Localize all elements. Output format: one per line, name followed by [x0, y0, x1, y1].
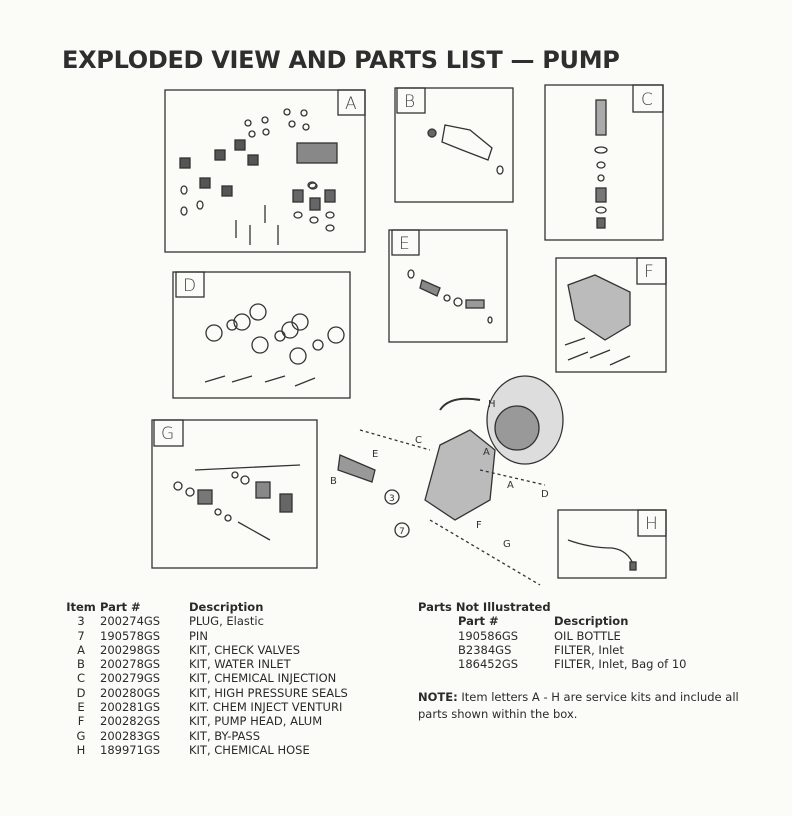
kit-label-a: A	[345, 94, 357, 114]
kit-label-e: E	[399, 234, 410, 254]
callout-e: E	[372, 449, 378, 460]
table-row: 7 190578GS PIN	[62, 629, 348, 643]
kit-label-c: C	[641, 90, 653, 110]
callout-a: A	[483, 447, 490, 458]
parts-not-illustrated: Parts Not Illustrated Part # Description…	[418, 600, 686, 671]
description-cell: FILTER, Inlet, Bag of 10	[554, 657, 687, 672]
table-row: D 200280GS KIT, HIGH PRESSURE SEALS	[62, 686, 348, 700]
table-row: G 200283GS KIT, BY-PASS	[62, 729, 348, 743]
kit-box-e: E	[388, 229, 508, 343]
description-cell: KIT, CHEMICAL HOSE	[189, 742, 310, 757]
kit-box-f: F	[555, 257, 667, 373]
kit-box-c: C	[544, 84, 664, 241]
part-number-cell: 200274GS	[100, 614, 161, 629]
description-cell: KIT. CHEM INJECT VENTURI	[189, 700, 343, 715]
description-cell: KIT, WATER INLET	[189, 657, 291, 672]
kit-label-f: F	[644, 262, 654, 282]
item-cell: 3	[77, 614, 85, 629]
part-number-cell: 200278GS	[100, 657, 161, 672]
check-valve-parts	[179, 108, 338, 245]
callout-c: C	[415, 435, 422, 446]
parts-list: Item Part # Description 3 200274GS PLUG, E…	[62, 600, 348, 757]
pump-assembly: 3 7 H C E A B A D F G	[330, 375, 564, 586]
item-cell: A	[77, 642, 85, 657]
pni-header-description: Description	[554, 614, 629, 629]
item-cell: B	[77, 657, 85, 672]
kit-box-g: G	[151, 419, 318, 569]
part-number-cell: 200298GS	[100, 642, 161, 657]
description-cell: KIT, BY-PASS	[189, 728, 261, 743]
item-cell: H	[76, 742, 86, 757]
item-cell: 7	[77, 628, 85, 643]
kit-label-b: B	[404, 92, 415, 112]
table-row: B2384GS FILTER, Inlet	[418, 643, 686, 657]
item-cell: D	[76, 685, 86, 700]
note: NOTE: Item letters A - H are service kit…	[418, 689, 768, 723]
table-row: F 200282GS KIT, PUMP HEAD, ALUM	[62, 714, 348, 728]
note-label: NOTE:	[418, 690, 458, 704]
item-cell: C	[76, 671, 86, 686]
description-cell: KIT, PUMP HEAD, ALUM	[189, 714, 323, 729]
description-cell: PLUG, Elastic	[189, 614, 264, 629]
description-cell: PIN	[189, 628, 208, 643]
part-number-cell: 200281GS	[100, 700, 161, 715]
callout-7: 7	[399, 527, 405, 537]
part-number-cell: 200282GS	[100, 714, 161, 729]
item-cell: G	[76, 728, 86, 743]
kit-box-h: H	[557, 509, 667, 579]
table-row: 186452GS FILTER, Inlet, Bag of 10	[418, 657, 686, 671]
note-text: Item letters A - H are service kits and …	[418, 690, 739, 721]
pni-header: Part # Description	[418, 614, 686, 628]
kit-label-d: D	[183, 276, 196, 296]
callout-a2: A	[507, 480, 514, 491]
description-cell: KIT, CHEMICAL INJECTION	[189, 671, 337, 686]
description-cell: KIT, HIGH PRESSURE SEALS	[189, 685, 348, 700]
part-number-cell: 190578GS	[100, 628, 161, 643]
header-description: Description	[189, 600, 264, 614]
part-number-cell: 190586GS	[458, 628, 519, 643]
callout-d: D	[541, 489, 549, 500]
part-number-cell: 186452GS	[458, 657, 519, 672]
table-row: 3 200274GS PLUG, Elastic	[62, 614, 348, 628]
page-title: EXPLODED VIEW AND PARTS LIST — PUMP	[62, 46, 620, 74]
table-row: B 200278GS KIT, WATER INLET	[62, 657, 348, 671]
table-row: C 200279GS KIT, CHEMICAL INJECTION	[62, 671, 348, 685]
part-number-cell: 200283GS	[100, 728, 161, 743]
part-number-cell: 189971GS	[100, 742, 161, 757]
callout-f: F	[476, 520, 482, 531]
callout-g: G	[503, 539, 511, 550]
table-row: H 189971GS KIT, CHEMICAL HOSE	[62, 743, 348, 757]
callout-h: H	[488, 399, 496, 410]
item-cell: F	[77, 714, 85, 729]
kit-label-h: H	[645, 514, 658, 534]
parts-not-illustrated-title: Parts Not Illustrated	[418, 600, 551, 614]
header-item: Item	[66, 600, 96, 614]
kit-box-a: A	[164, 89, 366, 253]
part-number-cell: 200280GS	[100, 685, 161, 700]
callout-b: B	[330, 476, 337, 487]
description-cell: KIT, CHECK VALVES	[189, 642, 301, 657]
parts-list-header: Item Part # Description	[62, 600, 348, 614]
description-cell: FILTER, Inlet	[554, 642, 624, 657]
table-row: A 200298GS KIT, CHECK VALVES	[62, 643, 348, 657]
header-part: Part #	[100, 600, 141, 614]
kit-label-g: G	[161, 424, 174, 444]
table-row: E 200281GS KIT. CHEM INJECT VENTURI	[62, 700, 348, 714]
part-number-cell: B2384GS	[458, 642, 512, 657]
exploded-view-diagram: A B C D	[151, 84, 667, 586]
item-cell: E	[77, 700, 85, 715]
callout-3: 3	[389, 494, 395, 504]
kit-box-b: B	[394, 87, 514, 203]
table-row: 190586GS OIL BOTTLE	[418, 629, 686, 643]
kit-box-d: D	[172, 271, 351, 399]
pni-header-part: Part #	[458, 614, 499, 629]
part-number-cell: 200279GS	[100, 671, 161, 686]
description-cell: OIL BOTTLE	[554, 628, 621, 643]
